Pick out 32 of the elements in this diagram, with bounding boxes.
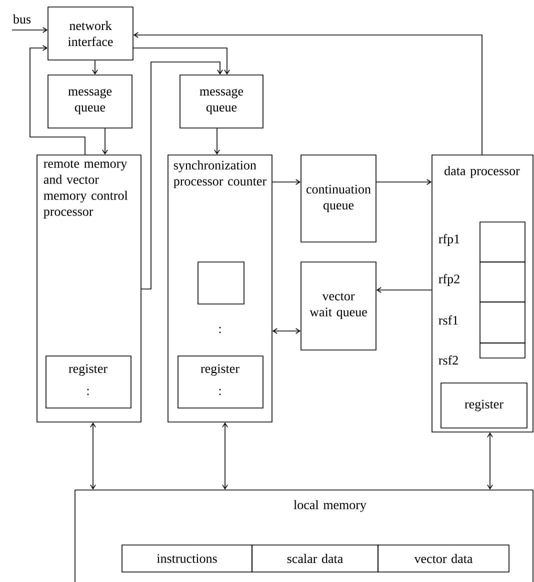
register-box: register xyxy=(440,382,528,428)
arrow xyxy=(272,179,301,185)
cell-box: vector data xyxy=(378,544,510,572)
arrow xyxy=(376,179,432,185)
interface-box: network interface xyxy=(48,6,134,60)
arrow xyxy=(12,27,48,33)
edge-label: bus xyxy=(12,13,32,25)
arrow xyxy=(214,128,220,155)
arrow xyxy=(222,422,228,490)
arrow xyxy=(487,432,493,490)
arrow xyxy=(376,287,432,293)
arrow xyxy=(141,62,223,290)
register-label: rfp2 xyxy=(438,274,460,286)
queue-box: vector wait queue xyxy=(300,262,376,350)
register-box: register : xyxy=(178,356,264,408)
arrow xyxy=(102,128,108,155)
register-label: rsf1 xyxy=(438,315,458,325)
arrow xyxy=(133,32,482,155)
register-label: rfp1 xyxy=(438,234,460,246)
arrow xyxy=(133,48,230,75)
queue-box: continuation queue xyxy=(300,154,376,242)
register-box: register : xyxy=(46,356,132,408)
cell-box: scalar data xyxy=(252,544,378,572)
cell-box: instructions xyxy=(122,544,252,572)
queue-box: message queue xyxy=(180,74,264,128)
counter-box xyxy=(198,262,244,304)
arrow xyxy=(272,328,301,334)
arrow xyxy=(90,422,96,490)
register-label: rsf2 xyxy=(438,355,458,365)
arrow xyxy=(30,45,86,155)
arrow xyxy=(92,60,98,75)
queue-box: message queue xyxy=(48,74,132,128)
